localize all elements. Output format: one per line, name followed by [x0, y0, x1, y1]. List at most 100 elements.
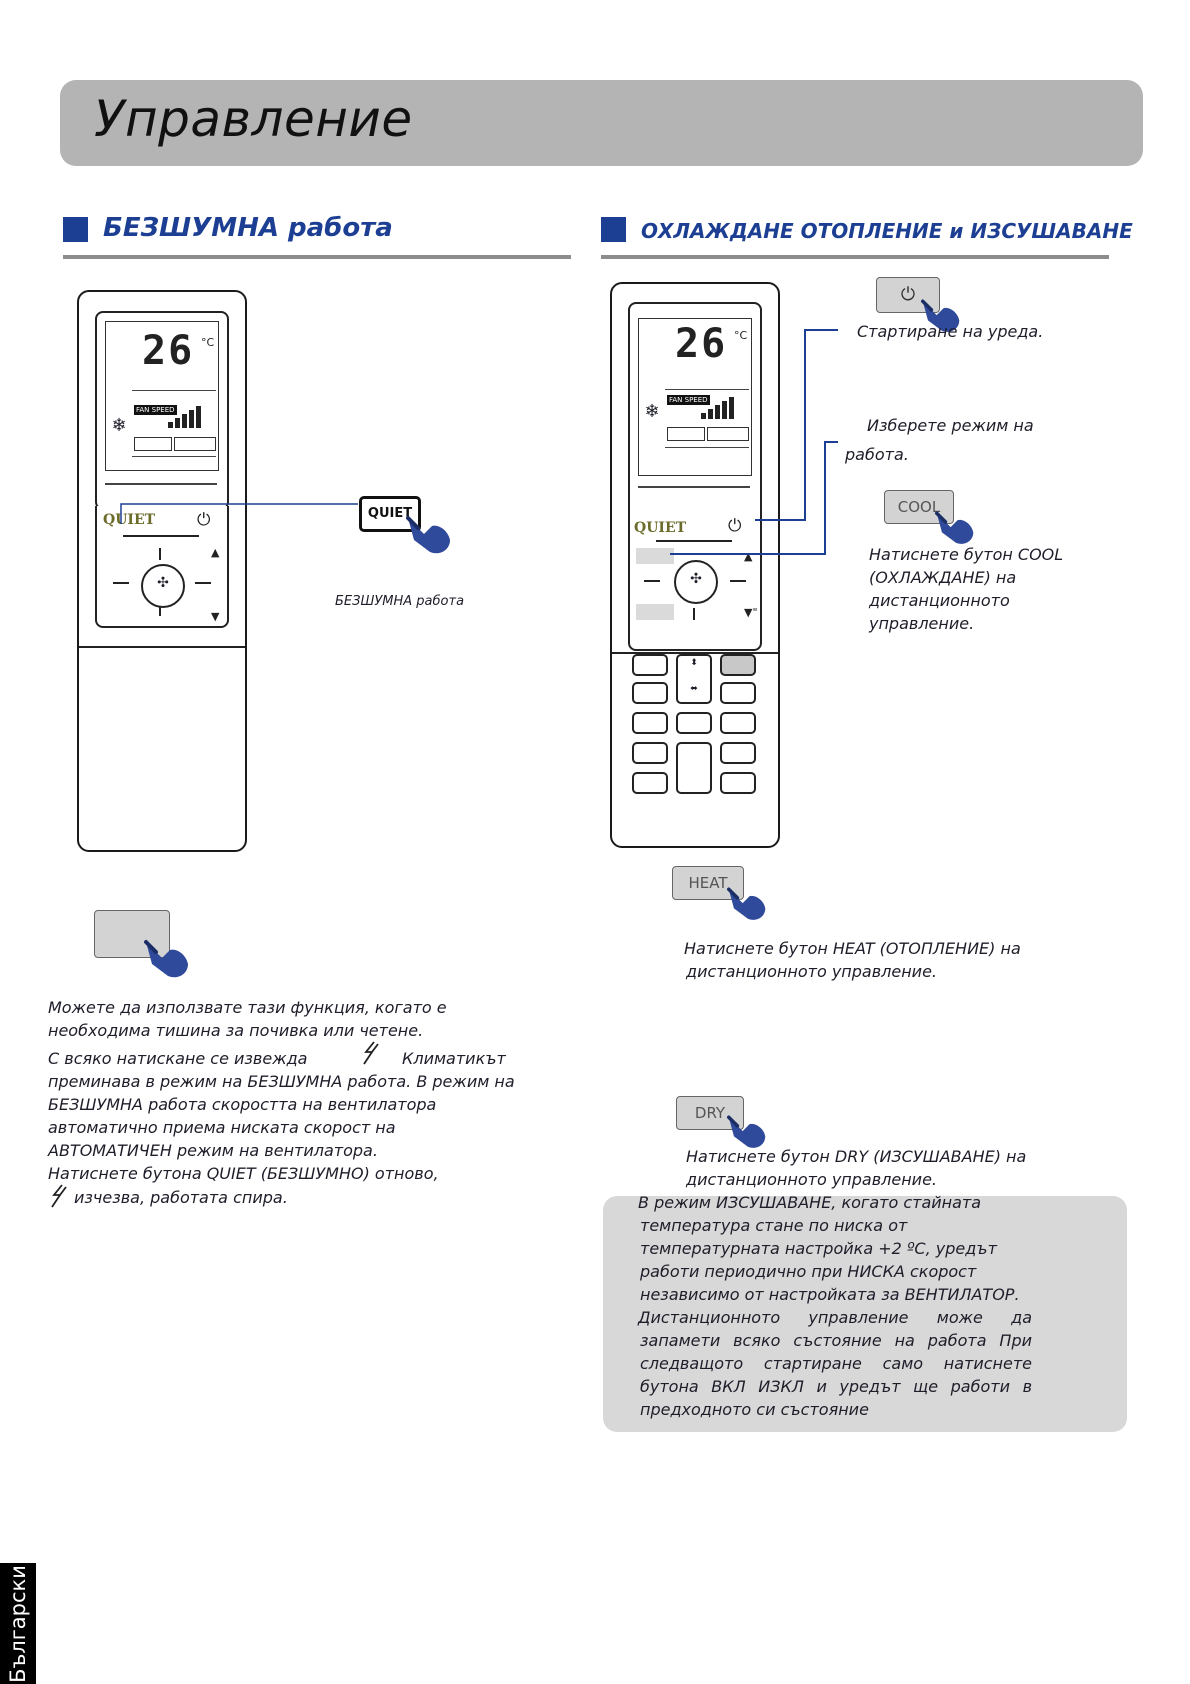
section-divider — [601, 255, 1109, 259]
temperature-unit: °C — [734, 329, 748, 342]
keypad-button[interactable] — [676, 712, 712, 734]
mode-note: Изберете режим на — [867, 416, 1034, 435]
fan-dial[interactable]: ✣ — [674, 560, 718, 604]
quiet-desc-line: преминава в режим на БЕЗШУМНА работа. В … — [48, 1072, 515, 1091]
cool-note-line: дистанционното — [869, 591, 1010, 610]
swing-indicator — [667, 427, 705, 441]
lcd-screen: 26 °C ❄ FAN SPEED — [105, 321, 219, 471]
keypad-button[interactable] — [632, 654, 668, 676]
triangle-down-icon[interactable]: ▼ — [211, 610, 220, 623]
power-icon[interactable]: ⏻ — [197, 510, 211, 530]
leader-lines — [670, 329, 838, 555]
minus-button[interactable] — [113, 582, 129, 584]
keypad-button-highlighted[interactable] — [720, 654, 756, 676]
page-title: Управление — [94, 90, 413, 148]
plus-button[interactable] — [730, 580, 746, 582]
snowflake-icon: ❄ — [111, 415, 127, 436]
keypad-button[interactable] — [632, 712, 668, 734]
fan-icon: ✣ — [157, 575, 169, 591]
dry-note-line: Натиснете бутон DRY (ИЗСУШАВАНЕ) на — [686, 1147, 1027, 1166]
quiet-desc-line: С всяко натискане се извежда — [48, 1049, 308, 1068]
minus-button[interactable] — [644, 580, 660, 582]
dry-info-line: бутона ВКЛ ИЗКЛ и уредът ще работи в — [640, 1377, 1032, 1396]
control-pad: QUIET ⏻ ✣ ▲ ▼ — [95, 506, 229, 628]
quiet-desc-line: АВТОМАТИЧЕН режим на вентилатора. — [48, 1141, 378, 1160]
dry-info-line: предходното си състояние — [640, 1400, 869, 1419]
keypad-button[interactable] — [632, 742, 668, 764]
mode-note: работа. — [845, 445, 909, 464]
snowflake-icon: ❄ — [644, 401, 660, 422]
swing-button[interactable]: ⬍ ⬌ — [676, 654, 712, 704]
pad-tick — [159, 548, 161, 560]
fan-dial[interactable]: ✣ — [141, 564, 185, 608]
lcd-divider — [665, 447, 749, 448]
keypad-button[interactable] — [720, 682, 756, 704]
swing-indicator — [707, 427, 749, 441]
quiet-desc-line: автоматично приема ниската скорост на — [48, 1118, 396, 1137]
fan-speed-label: FAN SPEED — [667, 395, 710, 405]
triangle-up-icon[interactable]: ▲ — [211, 546, 220, 559]
plus-button[interactable] — [195, 582, 211, 584]
cool-note-line: Натиснете бутон COOL — [869, 545, 1064, 564]
fan-speed-label: FAN SPEED — [134, 405, 177, 415]
keypad-button[interactable] — [632, 682, 668, 704]
cool-note-line: (ОХЛАЖДАНЕ) на — [869, 568, 1017, 587]
keypad-button[interactable] — [720, 772, 756, 794]
lcd-divider — [105, 483, 217, 485]
hand-icon — [144, 940, 188, 978]
quiet-desc-line: Можете да използвате тази функция, когат… — [48, 998, 447, 1017]
temperature-unit: °C — [201, 336, 215, 349]
quiet-caption: БЕЗШУМНА работа — [335, 594, 465, 609]
pad-tick — [693, 608, 695, 620]
quiet-mode-icon — [51, 1184, 67, 1208]
power-icon[interactable]: ⏻ — [728, 516, 742, 536]
remote-seam — [79, 646, 245, 648]
swing-horizontal-icon: ⬌ — [690, 684, 698, 694]
remote-seam — [612, 652, 778, 654]
section-marker — [63, 217, 88, 242]
dry-info-line: следващото стартиране само натиснете — [640, 1354, 1032, 1373]
cool-note-line: управление. — [869, 614, 975, 633]
triangle-down-icon[interactable]: ▼" — [744, 606, 758, 619]
temperature-readout: 26 — [142, 328, 195, 374]
swing-indicator — [134, 437, 172, 451]
leader-line — [120, 503, 358, 524]
lcd-display: 26 °C ❄ FAN SPEED — [95, 311, 229, 510]
hand-icon — [406, 516, 450, 554]
header-banner: Управление — [60, 80, 1143, 166]
temperature-readout: 26 — [675, 321, 728, 367]
hand-icon — [727, 1115, 766, 1148]
dry-info-line: В режим ИЗСУШАВАНЕ, когато стайната — [638, 1193, 982, 1212]
quiet-button[interactable]: QUIET — [634, 520, 687, 536]
dry-info-line: работи периодично при НИСКА скорост — [640, 1262, 977, 1281]
quiet-button[interactable]: QUIET — [103, 512, 156, 528]
keypad-button[interactable] — [720, 712, 756, 734]
mode-button[interactable] — [636, 604, 674, 620]
fan-icon: ✣ — [690, 571, 702, 587]
language-tab: Български — [0, 1563, 36, 1684]
triangle-up-icon[interactable]: ▲ — [744, 550, 753, 563]
section-heading-modes: ОХЛАЖДАНЕ ОТОПЛЕНИЕ и ИЗСУШАВАНЕ — [601, 213, 1133, 259]
section-title-quiet: БЕЗШУМНА работа — [103, 213, 393, 243]
keypad-button[interactable] — [720, 742, 756, 764]
keypad-button-tall[interactable] — [676, 742, 712, 794]
quiet-mode-button[interactable] — [94, 910, 170, 958]
section-marker — [601, 217, 626, 242]
quiet-desc-line: необходима тишина за почивка или четене. — [48, 1021, 424, 1040]
lcd-divider — [665, 389, 749, 390]
dry-info-line: температура стане по ниска от — [640, 1216, 908, 1235]
mode-button[interactable] — [636, 548, 674, 564]
lcd-divider — [132, 456, 216, 457]
section-divider — [63, 255, 571, 259]
hand-icon — [935, 511, 974, 544]
quiet-mode-icon — [363, 1041, 379, 1065]
heat-note-line: Натиснете бутон HEAT (ОТОПЛЕНИЕ) на — [684, 939, 1021, 958]
swing-indicator — [174, 437, 216, 451]
pad-tick — [159, 604, 161, 616]
dry-note-line: дистанционното управление. — [686, 1170, 938, 1189]
section-title-modes: ОХЛАЖДАНЕ ОТОПЛЕНИЕ и ИЗСУШАВАНЕ — [641, 219, 1133, 243]
language-tab-label: Български — [6, 1564, 30, 1683]
lcd-display: 26 °C ❄ FAN SPEED QUIET ⏻ ▲ ✣ ▼" — [628, 302, 762, 651]
keypad-button[interactable] — [632, 772, 668, 794]
quiet-desc-line: БЕЗШУМНА работа скоростта на вентилатора — [48, 1095, 437, 1114]
